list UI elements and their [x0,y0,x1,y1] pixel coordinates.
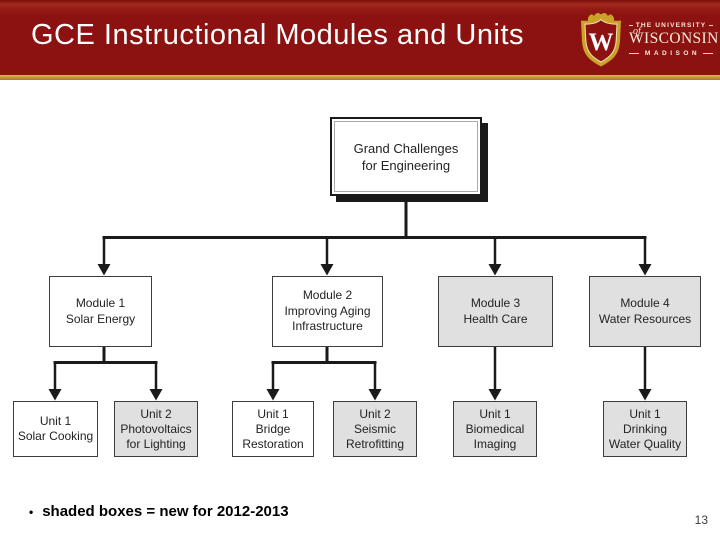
node-unit-2-photovoltaics-for-lighting: Unit 2 Photovoltaics for Lighting [114,401,198,457]
uw-wordmark: THE UNIVERSITY of WISCONSIN MADISON [629,22,719,57]
node-module-1-solar-energy: Module 1 Solar Energy [49,276,152,347]
node-grand-challenges: Grand Challenges for Engineering [330,117,482,196]
gold-divider [0,75,720,80]
wordmark-of: of [633,25,641,37]
legend-note-text: shaded boxes = new for 2012-2013 [42,503,289,520]
legend-note: • shaded boxes = new for 2012-2013 [29,503,289,520]
uw-crest-icon: W [581,12,621,66]
title-bar: GCE Instructional Modules and Units W TH… [0,0,720,75]
node-module-2-improving-aging-infrastructure: Module 2 Improving Aging Infrastructure [272,276,383,347]
rule-left [629,24,633,26]
rule-left [629,52,639,54]
wordmark-wisconsin: WISCONSIN [629,29,719,47]
node-unit-1-biomedical-imaging: Unit 1 Biomedical Imaging [453,401,537,457]
node-unit-1-drinking-water-quality: Unit 1 Drinking Water Quality [603,401,687,457]
page-title: GCE Instructional Modules and Units [31,19,524,51]
node-module-4-water-resources: Module 4 Water Resources [589,276,701,347]
wordmark-madison: MADISON [629,50,714,57]
node-unit-1-bridge-restoration: Unit 1 Bridge Restoration [232,401,314,457]
bullet-icon: • [29,504,34,519]
wordmark-line-the-university: THE UNIVERSITY [629,22,713,29]
uw-madison-logo: W THE UNIVERSITY of WISCONSIN MADISON [578,9,719,69]
node-unit-2-seismic-retrofitting: Unit 2 Seismic Retrofitting [333,401,417,457]
rule-right [709,24,713,26]
page-number: 13 [694,513,708,527]
node-module-3-health-care: Module 3 Health Care [438,276,553,347]
crest-letter: W [589,29,614,56]
rule-right [703,52,714,54]
node-unit-1-solar-cooking: Unit 1 Solar Cooking [13,401,98,457]
